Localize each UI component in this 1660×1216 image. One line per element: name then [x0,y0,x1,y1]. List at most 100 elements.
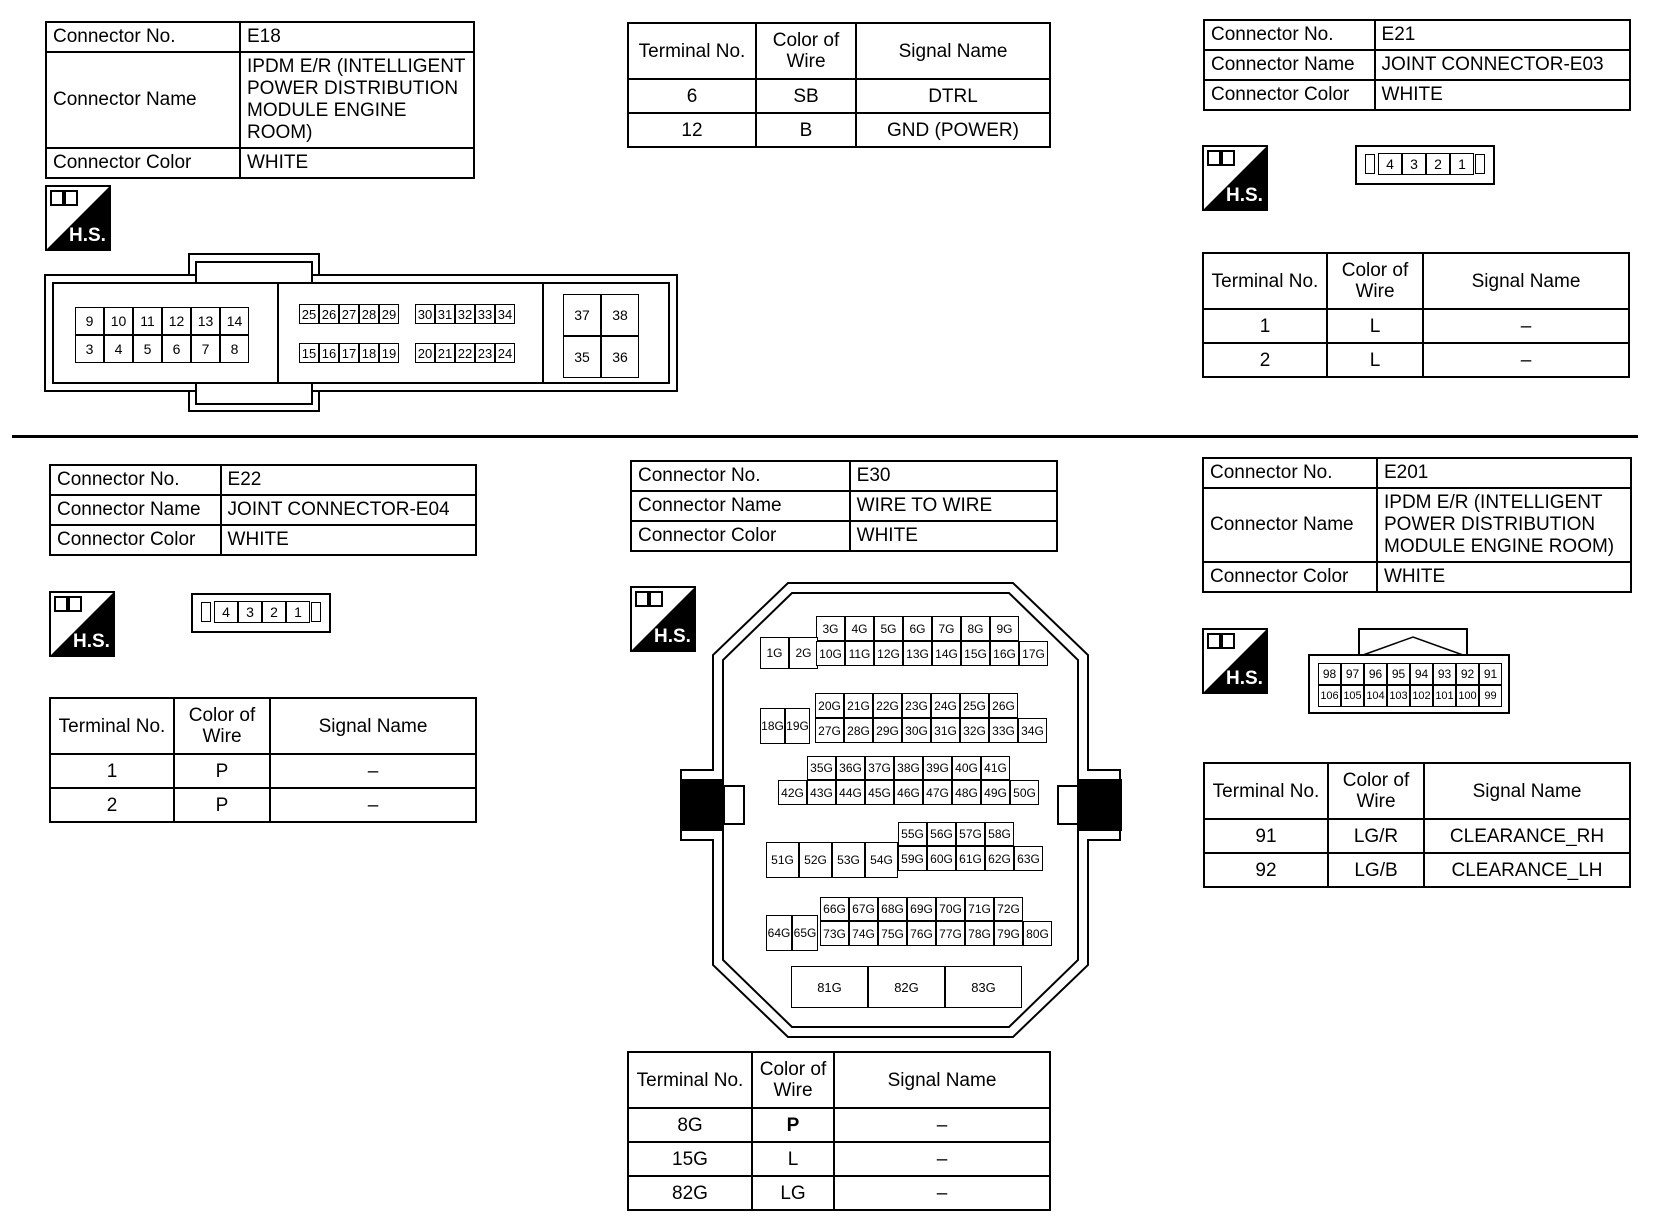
terminal-pin: 13 [191,307,220,335]
wire-color: LG/B [1327,852,1425,888]
terminal-pin: 26G [989,693,1018,718]
terminal-pin: 9G [990,616,1019,641]
terminal-pin: 34G [1018,718,1047,743]
signal-name: CLEARANCE_LH [1423,852,1631,888]
wire-color: B [755,112,857,148]
terminal-pin: 25G [960,693,989,718]
e22-info-table: Connector No. E22 Connector Name JOINT C… [49,464,478,556]
e22-connector-no: E22 [219,464,478,496]
terminal-pin: 1 [1450,153,1474,175]
terminal-pin: 24 [495,343,515,363]
signal-name: – [833,1141,1051,1177]
terminal-pin: 68G [878,897,907,921]
label-connector-color: Connector Color [630,520,851,552]
label-connector-color: Connector Color [49,524,222,556]
terminal-pin: 10 [104,307,133,335]
e201-info-table: Connector No. E201 Connector Name IPDM E… [1202,457,1632,593]
lock-marker [1475,154,1485,174]
terminal-pin: 3 [75,335,104,363]
e22-terminal-table: Terminal No. Color of Wire Signal Name 1… [49,697,477,823]
terminal-pin: 22G [873,693,902,718]
terminal-pin: 67G [849,897,878,921]
label-connector-name: Connector Name [1203,49,1376,81]
hs-icon: H.S. [1202,628,1268,694]
terminal-pin: 80G [1023,921,1052,946]
terminal-pin: 96 [1364,663,1387,685]
terminal-pin: 12 [162,307,191,335]
terminal-pin: 14 [220,307,249,335]
terminal-pin: 53G [832,842,865,878]
label-connector-name: Connector Name [49,494,222,526]
e21-connector-no: E21 [1373,19,1632,51]
e21-connector-name: JOINT CONNECTOR-E03 [1373,49,1632,81]
terminal-pin: 10G [816,641,845,666]
terminal-pin: 32G [960,718,989,743]
terminal-pin: 30 [415,304,435,324]
terminal-pin: 25 [299,304,319,324]
terminal-pin: 37 [563,294,601,336]
terminal-pin: 103 [1387,685,1410,707]
signal-name: – [269,753,477,789]
terminal-pin: 42G [778,780,807,805]
terminal-pin: 65G [792,915,818,951]
terminal-pin: 58G [985,822,1014,846]
th-color-of-wire: Color of Wire [755,22,857,80]
hs-icon: H.S. [49,591,115,657]
terminal-pin: 100 [1456,685,1479,707]
terminal-no: 1 [1202,308,1328,344]
e18-connector-no: E18 [239,21,475,53]
terminal-pin: 52G [799,842,832,878]
terminal-pin: 61G [956,846,985,871]
label-connector-name: Connector Name [1202,487,1378,563]
terminal-pin: 71G [965,897,994,921]
th-terminal-no: Terminal No. [1202,252,1328,310]
th-signal-name: Signal Name [1423,762,1631,820]
terminal-pin: 28 [359,304,379,324]
signal-name: – [269,787,477,823]
label-connector-no: Connector No. [45,21,241,53]
terminal-pin: 81G [791,966,868,1008]
terminal-pin: 3G [816,616,845,641]
e21-connector-color: WHITE [1373,79,1632,111]
terminal-pin: 55G [898,822,927,846]
signal-name: – [1422,342,1630,378]
wire-color: P [173,753,271,789]
terminal-pin: 33 [475,304,495,324]
e30-terminal-table: Terminal No. Color of Wire Signal Name 8… [627,1051,1051,1211]
terminal-pin: 5 [133,335,162,363]
terminal-pin: 11 [133,307,162,335]
signal-name: – [833,1107,1051,1143]
terminal-pin: 76G [907,921,936,946]
terminal-no: 2 [1202,342,1328,378]
terminal-pin: 29 [379,304,399,324]
th-terminal-no: Terminal No. [627,1051,753,1109]
terminal-pin: 44G [836,780,865,805]
terminal-pin: 66G [820,897,849,921]
th-color-of-wire: Color of Wire [173,697,271,755]
e21-info-table: Connector No. E21 Connector Name JOINT C… [1203,19,1632,111]
e30-connector-color: WHITE [848,520,1059,552]
wire-color: LG [751,1175,835,1211]
terminal-pin: 48G [952,780,981,805]
terminal-pin: 22 [455,343,475,363]
e22-connector-color: WHITE [219,524,478,556]
terminal-pin: 27G [815,718,844,743]
e30-connector-name: WIRE TO WIRE [848,490,1059,522]
th-terminal-no: Terminal No. [49,697,175,755]
terminal-pin: 106 [1318,685,1341,707]
terminal-pin: 4 [1378,153,1402,175]
e30-info-table: Connector No. E30 Connector Name WIRE TO… [630,460,1059,552]
label-connector-color: Connector Color [1202,561,1378,593]
terminal-pin: 69G [907,897,936,921]
terminal-pin: 97 [1341,663,1364,685]
terminal-no: 12 [627,112,757,148]
e18-info-table: Connector No. E18 Connector Name IPDM E/… [45,21,475,179]
terminal-pin: 3 [238,601,262,623]
terminal-pin: 4 [214,601,238,623]
wire-color: L [751,1141,835,1177]
terminal-no: 6 [627,78,757,114]
terminal-pin: 29G [873,718,902,743]
signal-name: – [833,1175,1051,1211]
terminal-pin: 32 [455,304,475,324]
terminal-pin: 7 [191,335,220,363]
